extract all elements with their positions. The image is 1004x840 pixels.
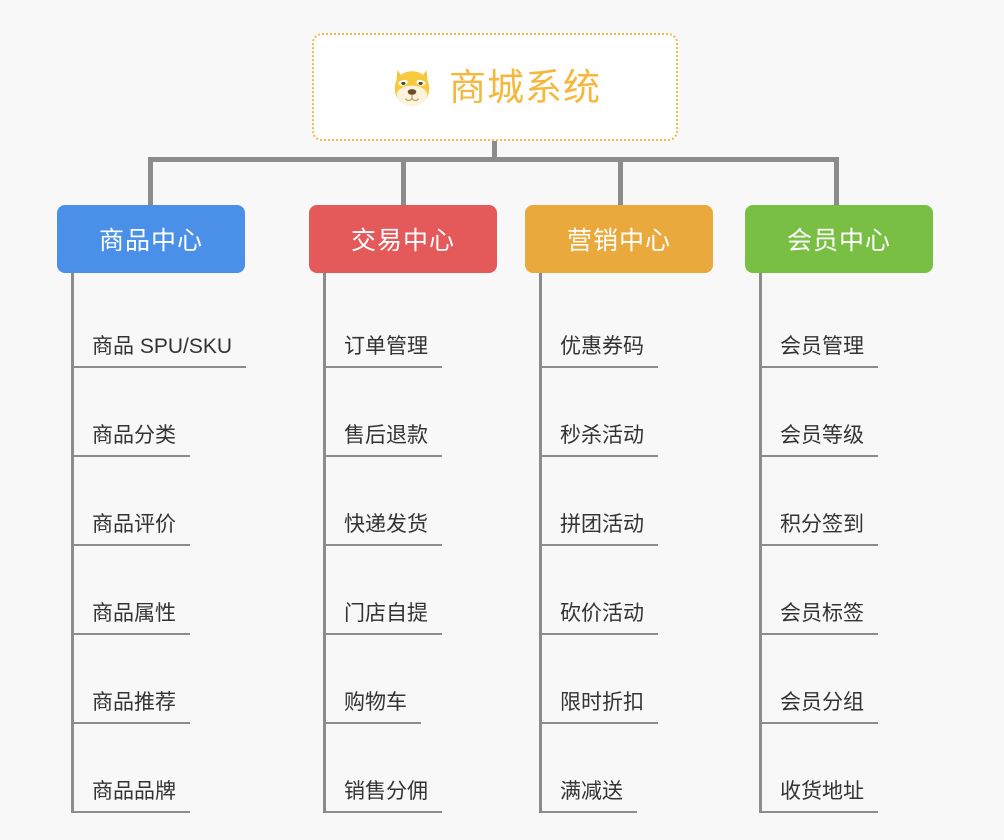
category-header-marketing-center[interactable]: 营销中心 [525, 205, 713, 273]
leaf-label: 拼团活动 [542, 508, 658, 546]
list-item[interactable]: 商品 SPU/SKU [74, 279, 277, 368]
leaf-label: 销售分佣 [326, 775, 442, 813]
leaf-label: 售后退款 [326, 419, 442, 457]
root-title: 商城系统 [449, 66, 601, 108]
connector-bus [148, 157, 839, 162]
leaf-label: 秒杀活动 [542, 419, 658, 457]
connector-drop-1 [148, 157, 153, 205]
leaf-list-member-center: 会员管理 会员等级 积分签到 会员标签 会员分组 收货地址 [759, 273, 933, 813]
list-item[interactable]: 商品品牌 [74, 724, 277, 813]
leaf-label: 购物车 [326, 686, 421, 724]
list-item[interactable]: 会员分组 [762, 635, 933, 724]
leaf-label: 商品 SPU/SKU [74, 330, 247, 368]
leaf-list-product-center: 商品 SPU/SKU 商品分类 商品评价 商品属性 商品推荐 商品品牌 [71, 273, 277, 813]
root-node[interactable]: 商城系统 [312, 33, 678, 141]
list-item[interactable]: 砍价活动 [542, 546, 713, 635]
leaf-label: 门店自提 [326, 597, 442, 635]
branch-marketing-center: 营销中心 优惠券码 秒杀活动 拼团活动 砍价活动 限时折扣 满减送 [525, 205, 713, 813]
category-header-member-center[interactable]: 会员中心 [745, 205, 933, 273]
category-header-trade-center[interactable]: 交易中心 [309, 205, 497, 273]
leaf-label: 会员标签 [762, 597, 878, 635]
leaf-label: 快递发货 [326, 508, 442, 546]
leaf-label: 订单管理 [326, 330, 442, 368]
list-item[interactable]: 满减送 [542, 724, 713, 813]
leaf-label: 优惠券码 [542, 330, 658, 368]
list-item[interactable]: 会员标签 [762, 546, 933, 635]
leaf-label: 商品品牌 [74, 775, 190, 813]
connector-stem [492, 141, 497, 160]
branch-trade-center: 交易中心 订单管理 售后退款 快递发货 门店自提 购物车 销售分佣 [309, 205, 497, 813]
list-item[interactable]: 销售分佣 [326, 724, 497, 813]
leaf-label: 商品评价 [74, 508, 190, 546]
list-item[interactable]: 拼团活动 [542, 457, 713, 546]
connector-drop-4 [834, 157, 839, 205]
leaf-label: 积分签到 [762, 508, 878, 546]
leaf-label: 商品推荐 [74, 686, 190, 724]
list-item[interactable]: 秒杀活动 [542, 368, 713, 457]
list-item[interactable]: 快递发货 [326, 457, 497, 546]
list-item[interactable]: 会员管理 [762, 279, 933, 368]
list-item[interactable]: 门店自提 [326, 546, 497, 635]
branch-member-center: 会员中心 会员管理 会员等级 积分签到 会员标签 会员分组 收货地址 [745, 205, 933, 813]
list-item[interactable]: 商品评价 [74, 457, 277, 546]
list-item[interactable]: 商品属性 [74, 546, 277, 635]
list-item[interactable]: 会员等级 [762, 368, 933, 457]
leaf-label: 限时折扣 [542, 686, 658, 724]
list-item[interactable]: 积分签到 [762, 457, 933, 546]
leaf-label: 会员管理 [762, 330, 878, 368]
list-item[interactable]: 收货地址 [762, 724, 933, 813]
category-header-product-center[interactable]: 商品中心 [57, 205, 245, 273]
branch-product-center: 商品中心 商品 SPU/SKU 商品分类 商品评价 商品属性 商品推荐 商品品牌 [57, 205, 277, 813]
connector-drop-3 [618, 157, 623, 205]
list-item[interactable]: 商品分类 [74, 368, 277, 457]
leaf-label: 会员分组 [762, 686, 878, 724]
list-item[interactable]: 售后退款 [326, 368, 497, 457]
list-item[interactable]: 优惠券码 [542, 279, 713, 368]
leaf-label: 商品分类 [74, 419, 190, 457]
leaf-label: 满减送 [542, 775, 637, 813]
connector-drop-2 [401, 157, 406, 205]
leaf-label: 砍价活动 [542, 597, 658, 635]
leaf-label: 商品属性 [74, 597, 190, 635]
leaf-label: 会员等级 [762, 419, 878, 457]
list-item[interactable]: 购物车 [326, 635, 497, 724]
list-item[interactable]: 订单管理 [326, 279, 497, 368]
leaf-list-marketing-center: 优惠券码 秒杀活动 拼团活动 砍价活动 限时折扣 满减送 [539, 273, 713, 813]
list-item[interactable]: 限时折扣 [542, 635, 713, 724]
leaf-list-trade-center: 订单管理 售后退款 快递发货 门店自提 购物车 销售分佣 [323, 273, 497, 813]
shiba-dog-icon [394, 69, 430, 106]
list-item[interactable]: 商品推荐 [74, 635, 277, 724]
leaf-label: 收货地址 [762, 775, 878, 813]
